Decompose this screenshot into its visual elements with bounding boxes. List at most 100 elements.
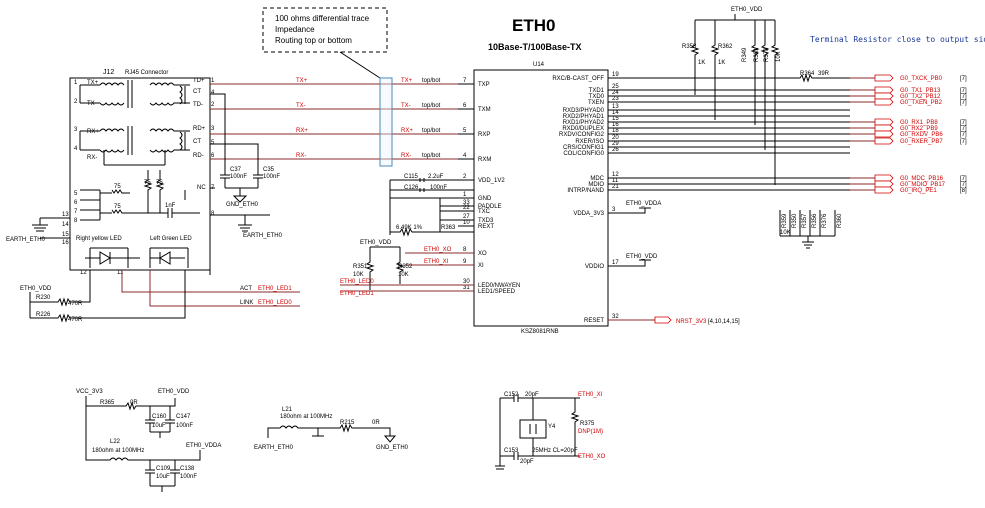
svg-text:C37: C37 [230, 167, 242, 173]
chip-pin-name: RXC/B-CAST_OFF [552, 76, 604, 82]
svg-text:6: 6 [74, 200, 78, 206]
svg-text:13: 13 [62, 212, 69, 218]
svg-text:16: 16 [62, 240, 69, 246]
svg-text:ETH0_LED0: ETH0_LED0 [340, 279, 374, 285]
output-port-page: [7] [960, 132, 967, 138]
svg-text:RX-: RX- [87, 155, 97, 161]
svg-text:R350: R350 [792, 213, 798, 228]
svg-text:NRST_3V3: NRST_3V3 [676, 319, 707, 325]
chip-pin-number: 2 [463, 174, 467, 180]
svg-text:10uF: 10uF [156, 474, 170, 480]
svg-text:ETH0_VDD: ETH0_VDD [158, 389, 190, 395]
svg-text:R352: R352 [398, 264, 413, 270]
svg-text:20pF: 20pF [520, 459, 534, 465]
svg-text:ETH0_XO: ETH0_XO [578, 454, 606, 460]
svg-text:RX+: RX+ [296, 128, 308, 134]
svg-text:100 ohms differential trace: 100 ohms differential trace [275, 14, 370, 23]
svg-text:ETH0_LED0: ETH0_LED0 [258, 300, 292, 306]
chip-pin-number: 5 [463, 128, 467, 134]
svg-text:top/bot: top/bot [422, 128, 441, 134]
svg-text:11: 11 [117, 270, 124, 276]
output-port-page: [7] [960, 126, 967, 132]
svg-text:TX+: TX+ [401, 78, 413, 84]
chip-pin-number: 30 [463, 279, 470, 285]
output-port-arrow [874, 180, 894, 188]
chip-left-pins: 7TXP6TXM5RXP4RXM2VDD_1V21GND33PADDLE22TX… [458, 78, 520, 295]
chip-pin-number: 18 [612, 128, 619, 134]
svg-text:ETH0_LED1: ETH0_LED1 [258, 286, 292, 292]
chip-pin-number: 32 [612, 314, 619, 320]
svg-text:0R: 0R [130, 400, 138, 406]
output-port-page: [8] [960, 188, 967, 194]
svg-text:ETH0_VDDA: ETH0_VDDA [626, 201, 661, 207]
output-port-label: G0_TXCK_PB0 [900, 76, 943, 82]
svg-text:100nF: 100nF [263, 174, 280, 180]
svg-text:2: 2 [74, 99, 78, 105]
svg-text:8: 8 [74, 218, 78, 224]
svg-text:1K: 1K [698, 60, 705, 66]
svg-text:C152: C152 [504, 392, 519, 398]
pullup-resistors: ETH0_VDD R358 1K R362 1K R349 R361 R378 … [682, 7, 875, 185]
output-port-arrow [874, 74, 894, 82]
chip-pin-number: 33 [463, 200, 470, 206]
chip-pin-name: TXD3 [478, 218, 494, 224]
svg-text:C115: C115 [404, 174, 419, 180]
output-port-label: G0_TX2_PB12 [900, 94, 941, 100]
svg-text:10uF: 10uF [152, 423, 166, 429]
chip-pin-name: RXD0/DUPLEX [562, 126, 604, 132]
chip-pin-number: 20 [612, 135, 619, 141]
page-title: ETH0 [512, 16, 555, 35]
chip-pin-name: RXDV/CONFIG2 [559, 132, 605, 138]
svg-text:TD+: TD+ [193, 78, 205, 84]
chip-pin-name: XI [478, 263, 484, 269]
svg-text:CT: CT [193, 139, 201, 145]
chip-phy-labels: TX+ top/bot TX- top/bot RX+ top/bot RX- … [401, 78, 441, 159]
chip-pin-name: TXD0 [589, 94, 605, 100]
chip-pin-name: MDIO [588, 182, 604, 188]
svg-text:R351: R351 [353, 264, 368, 270]
chip-pin-number: 24 [612, 90, 619, 96]
svg-text:39R: 39R [818, 71, 830, 77]
svg-text:C138: C138 [180, 466, 195, 472]
svg-text:R376: R376 [822, 213, 828, 228]
output-port-page: [7] [960, 182, 967, 188]
svg-text:1: 1 [74, 80, 78, 86]
svg-text:1nF: 1nF [165, 203, 176, 209]
svg-text:2.2uF: 2.2uF [428, 174, 444, 180]
output-port-page: [7] [960, 88, 967, 94]
chip-pin-name: TXP [478, 82, 490, 88]
svg-text:Y4: Y4 [548, 424, 556, 430]
svg-text:ACT: ACT [240, 286, 252, 292]
chip-pin-number: 26 [612, 147, 619, 153]
svg-text:L21: L21 [282, 407, 293, 413]
chip-pin-number: 21 [612, 184, 619, 190]
chip-pin-number: 13 [612, 104, 619, 110]
svg-text:470R: 470R [68, 301, 83, 307]
svg-text:R359: R359 [782, 213, 788, 228]
svg-text:4: 4 [74, 146, 78, 152]
svg-text:ETH0_XI: ETH0_XI [424, 259, 449, 265]
output-port-label: G0_MDC_PB16 [900, 176, 944, 182]
output-port-arrow [874, 174, 894, 182]
svg-text:ETH0_XI: ETH0_XI [578, 392, 603, 398]
svg-text:GND_ETH0: GND_ETH0 [226, 202, 259, 208]
svg-text:5: 5 [74, 191, 78, 197]
svg-text:15: 15 [62, 232, 69, 238]
output-port-label: G0_MDIO_PB17 [900, 182, 946, 188]
output-port-arrow [874, 130, 894, 138]
output-port-arrow [874, 186, 894, 194]
svg-text:TX-: TX- [296, 103, 306, 109]
svg-text:12: 12 [80, 270, 87, 276]
output-port-page: [7] [960, 94, 967, 100]
chip-pin-number: 31 [463, 285, 470, 291]
chip-pin-name: RXD2/PHYAD1 [563, 114, 605, 120]
svg-text:ETH0_LED1: ETH0_LED1 [340, 291, 374, 297]
chip-pin-name: VDD_1V2 [478, 178, 505, 184]
svg-text:R364: R364 [800, 71, 815, 77]
svg-text:R361: R361 [754, 47, 760, 62]
svg-text:75: 75 [156, 180, 163, 186]
svg-text:ETH0_VDDA: ETH0_VDDA [186, 443, 221, 449]
svg-text:1: 1 [211, 78, 215, 84]
chip-pin-number: 27 [463, 214, 470, 220]
